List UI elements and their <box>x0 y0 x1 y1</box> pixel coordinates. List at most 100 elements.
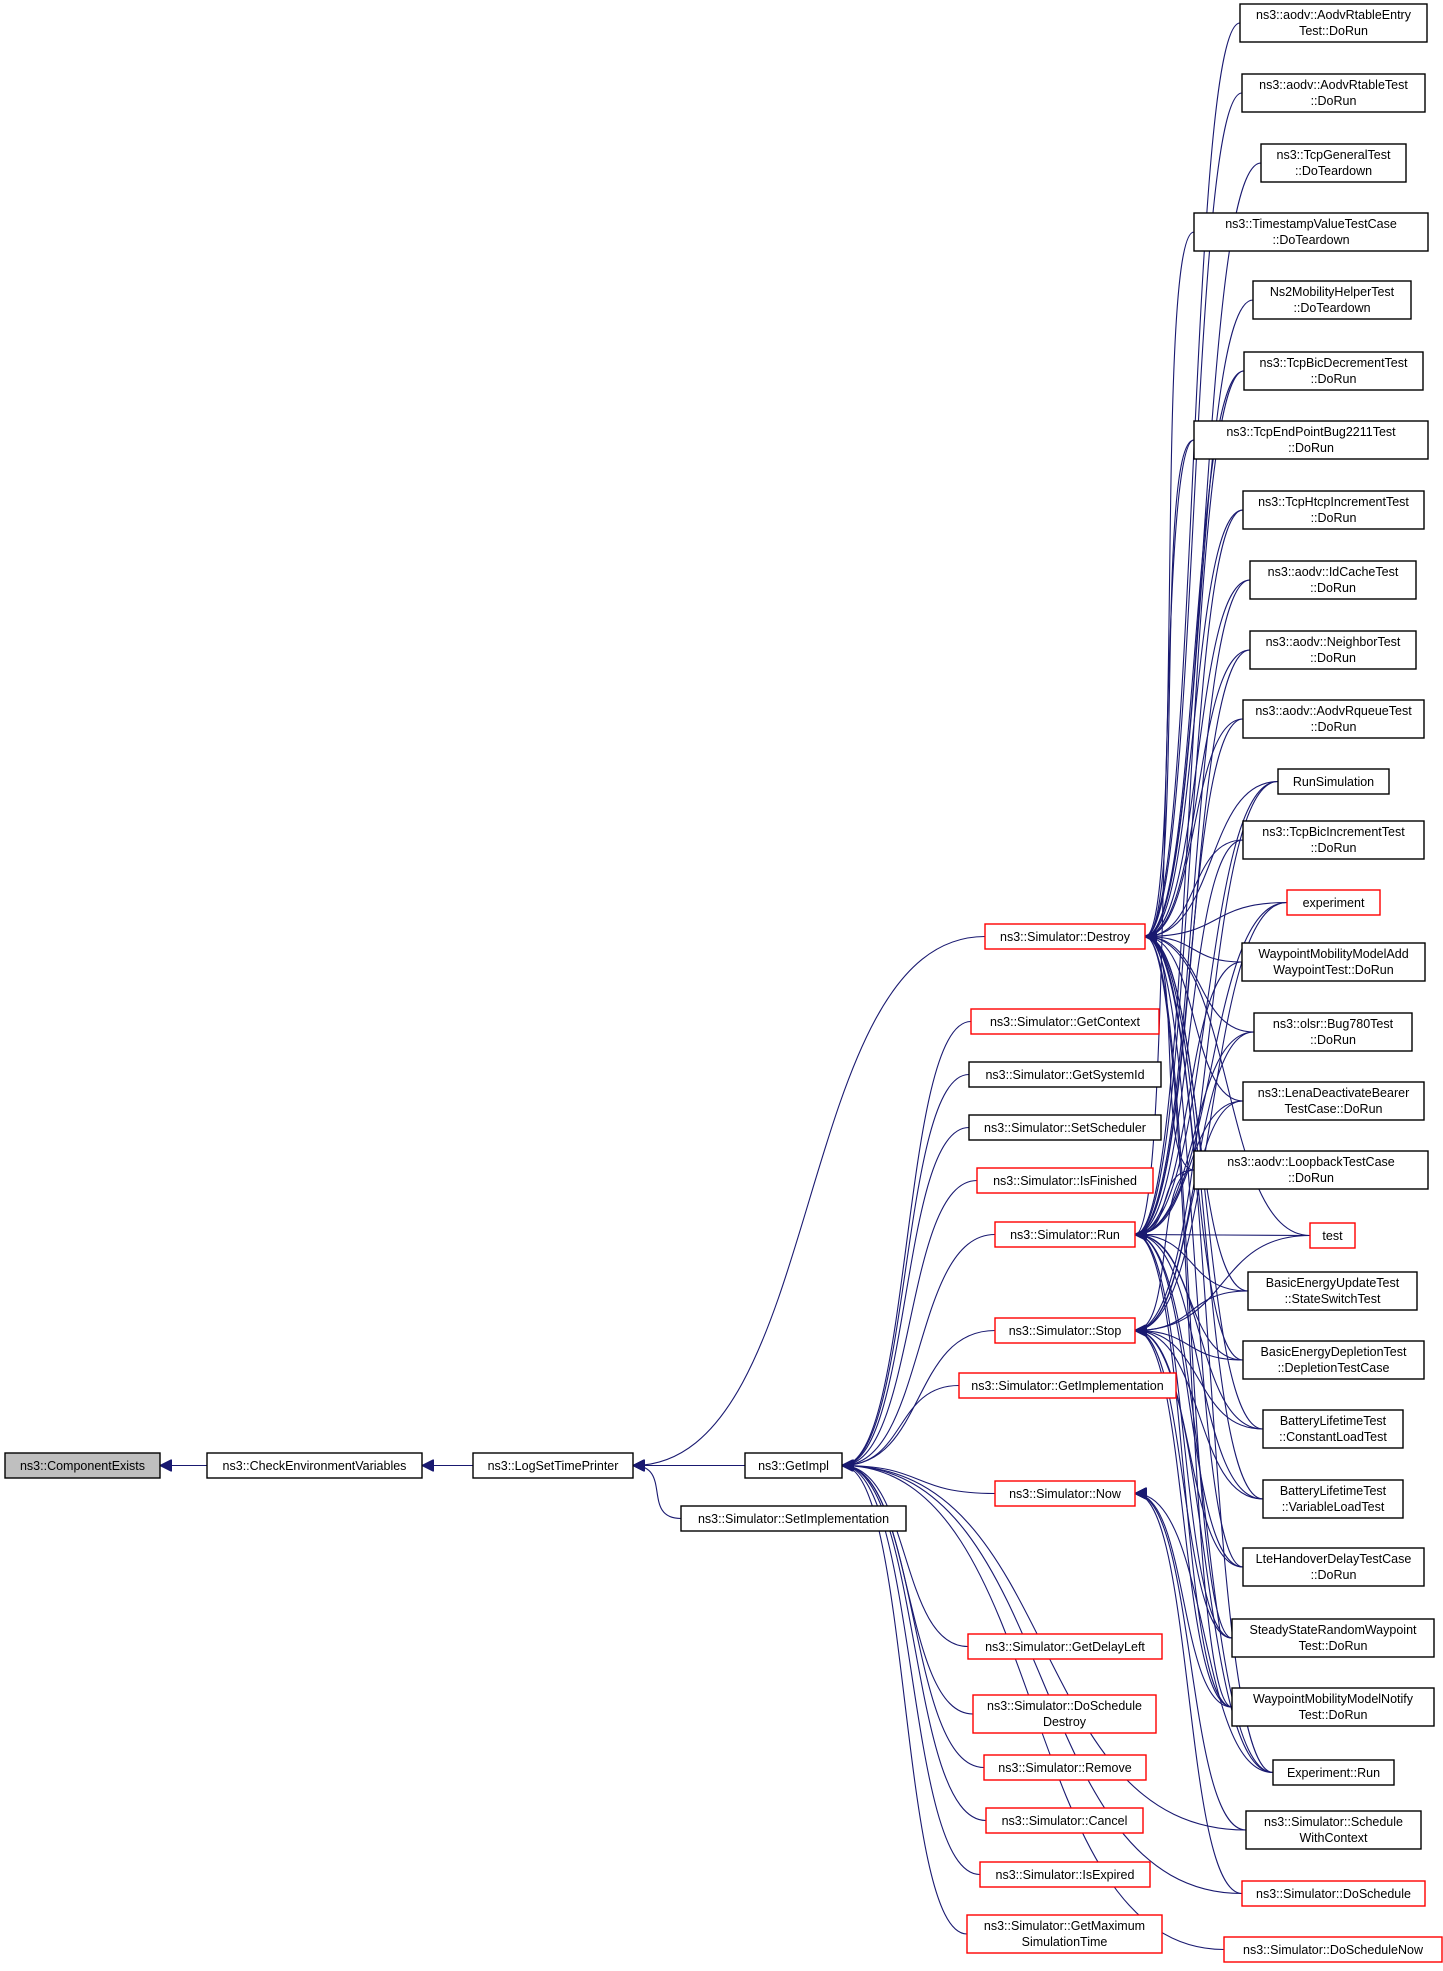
node-label: ns3::Simulator::Run <box>1010 1228 1120 1242</box>
node-cancel[interactable]: ns3::Simulator::Cancel <box>985 1807 1144 1834</box>
node-componentexists[interactable]: ns3::ComponentExists <box>4 1452 161 1479</box>
node-tcphtcpincrement[interactable]: ns3::TcpHtcpIncrementTest::DoRun <box>1242 490 1425 530</box>
node-aodvrqueuetest[interactable]: ns3::aodv::AodvRqueueTest::DoRun <box>1242 699 1425 739</box>
node-label: ::DoRun <box>1310 1033 1356 1047</box>
node-ltehandover[interactable]: LteHandoverDelayTestCase::DoRun <box>1242 1547 1425 1587</box>
node-now[interactable]: ns3::Simulator::Now <box>994 1480 1136 1507</box>
node-destroy[interactable]: ns3::Simulator::Destroy <box>984 923 1146 950</box>
edge-getdelayleft-to-getimpl <box>842 1466 969 1648</box>
node-batteryconstant[interactable]: BatteryLifetimeTest::ConstantLoadTest <box>1262 1409 1404 1449</box>
node-checkenv[interactable]: ns3::CheckEnvironmentVariables <box>206 1452 423 1479</box>
node-label: TestCase::DoRun <box>1285 1102 1383 1116</box>
node-setimplementation[interactable]: ns3::Simulator::SetImplementation <box>680 1505 907 1532</box>
node-aodvloopback[interactable]: ns3::aodv::LoopbackTestCase::DoRun <box>1193 1150 1429 1190</box>
node-getdelayleft[interactable]: ns3::Simulator::GetDelayLeft <box>967 1633 1163 1660</box>
edge-schedulewithcontext-to-now <box>1135 1494 1247 1831</box>
node-waypointadd[interactable]: WaypointMobilityModelAddWaypointTest::Do… <box>1241 942 1426 982</box>
node-idcachetest[interactable]: ns3::aodv::IdCacheTest::DoRun <box>1249 560 1417 600</box>
node-label: ns3::aodv::LoopbackTestCase <box>1227 1155 1395 1169</box>
node-label: Experiment::Run <box>1287 1766 1380 1780</box>
node-neighbortest[interactable]: ns3::aodv::NeighborTest::DoRun <box>1249 630 1417 670</box>
node-aodvrtabletest[interactable]: ns3::aodv::AodvRtableTest::DoRun <box>1241 73 1426 113</box>
edge-tcphtcpincrement-to-run <box>1135 509 1244 1235</box>
node-box <box>994 1317 1136 1344</box>
node-doschedule[interactable]: ns3::Simulator::DoSchedule <box>1241 1880 1426 1907</box>
edge-experimentrun-to-stop <box>1135 1331 1274 1774</box>
node-experimentrun[interactable]: Experiment::Run <box>1272 1759 1395 1786</box>
node-getimplementation[interactable]: ns3::Simulator::GetImplementation <box>958 1372 1177 1399</box>
edge-batteryvariable-to-run <box>1135 1235 1264 1500</box>
node-label: ns3::Simulator::IsExpired <box>996 1868 1135 1882</box>
edge-olsrbug780-to-destroy <box>1145 937 1255 1033</box>
node-box <box>1231 1618 1435 1658</box>
node-label: ::VariableLoadTest <box>1282 1500 1385 1514</box>
node-logsettimeprinter[interactable]: ns3::LogSetTimePrinter <box>472 1452 634 1479</box>
node-label: SteadyStateRandomWaypoint <box>1250 1623 1418 1637</box>
node-test[interactable]: test <box>1309 1222 1356 1249</box>
edge-waypointadd-to-destroy <box>1145 937 1243 963</box>
node-getimpl[interactable]: ns3::GetImpl <box>744 1452 843 1479</box>
node-box <box>1193 420 1429 460</box>
node-label: ::ConstantLoadTest <box>1279 1430 1387 1444</box>
node-label: BasicEnergyDepletionTest <box>1261 1345 1407 1359</box>
edge-runsimulation-to-stop <box>1135 780 1279 1331</box>
edge-destroy-to-logsettimeprinter <box>633 935 986 1466</box>
node-box <box>1249 560 1417 600</box>
node-run[interactable]: ns3::Simulator::Run <box>994 1221 1136 1248</box>
edge-remove-to-getimpl <box>842 1466 985 1769</box>
node-basicenergyupdate[interactable]: BasicEnergyUpdateTest::StateSwitchTest <box>1247 1271 1418 1311</box>
node-isexpired[interactable]: ns3::Simulator::IsExpired <box>979 1861 1151 1888</box>
edge-setscheduler-to-getimpl <box>842 1126 970 1466</box>
node-timestampvalue[interactable]: ns3::TimestampValueTestCase::DoTeardown <box>1193 212 1429 252</box>
node-experiment[interactable]: experiment <box>1286 889 1381 916</box>
node-label: ns3::Simulator::Stop <box>1009 1324 1122 1338</box>
edge-aodvloopback-to-stop <box>1135 1169 1195 1331</box>
node-label: WaypointMobilityModelAdd <box>1258 947 1408 961</box>
node-box <box>1253 1012 1413 1052</box>
node-isfinished[interactable]: ns3::Simulator::IsFinished <box>976 1167 1154 1194</box>
node-label: ::DoTeardown <box>1293 301 1370 315</box>
node-batteryvariable[interactable]: BatteryLifetimeTest::VariableLoadTest <box>1262 1479 1404 1519</box>
node-label: ns3::olsr::Bug780Test <box>1273 1017 1394 1031</box>
node-box <box>968 1061 1162 1088</box>
node-tcpgeneraltest[interactable]: ns3::TcpGeneralTest::DoTeardown <box>1260 143 1407 183</box>
node-doschedulenow[interactable]: ns3::Simulator::DoScheduleNow <box>1223 1936 1443 1963</box>
node-olsrbug780[interactable]: ns3::olsr::Bug780Test::DoRun <box>1253 1012 1413 1052</box>
node-getcontext[interactable]: ns3::Simulator::GetContext <box>970 1008 1160 1035</box>
edge-tcpendpointbug-to-destroy <box>1144 439 1195 937</box>
node-label: experiment <box>1303 896 1365 910</box>
edge-ltehandover-to-destroy <box>1145 937 1244 1568</box>
node-runsimulation[interactable]: RunSimulation <box>1277 768 1390 795</box>
node-label: ns3::aodv::AodvRtableTest <box>1259 78 1408 92</box>
node-box <box>1193 212 1429 252</box>
node-ns2mobility[interactable]: Ns2MobilityHelperTest::DoTeardown <box>1252 280 1412 320</box>
node-tcpbicincrement[interactable]: ns3::TcpBicIncrementTest::DoRun <box>1242 820 1425 860</box>
node-box <box>985 1807 1144 1834</box>
edge-waypointnotify-to-stop <box>1135 1331 1233 1708</box>
node-basicenergydepletion[interactable]: BasicEnergyDepletionTest::DepletionTestC… <box>1242 1340 1425 1380</box>
node-tcpendpointbug[interactable]: ns3::TcpEndPointBug2211Test::DoRun <box>1193 420 1429 460</box>
node-box <box>206 1452 423 1479</box>
node-label: ns3::aodv::IdCacheTest <box>1268 565 1399 579</box>
edge-test-to-run <box>1135 1235 1311 1236</box>
node-stop[interactable]: ns3::Simulator::Stop <box>994 1317 1136 1344</box>
edge-now-to-getimpl <box>842 1466 996 1495</box>
edge-experimentrun-to-now <box>1135 1494 1274 1774</box>
node-setscheduler[interactable]: ns3::Simulator::SetScheduler <box>968 1114 1162 1141</box>
edge-test-to-destroy <box>1145 937 1311 1237</box>
node-box <box>744 1452 843 1479</box>
node-tcpbicdecrement[interactable]: ns3::TcpBicDecrementTest::DoRun <box>1243 351 1424 391</box>
edge-doschedule-to-now <box>1135 1494 1243 1895</box>
edge-setimplementation-to-logsettimeprinter <box>633 1466 682 1520</box>
node-label: ns3::Simulator::Cancel <box>1002 1814 1128 1828</box>
node-label: ::DoRun <box>1288 1171 1334 1185</box>
node-getsystemid[interactable]: ns3::Simulator::GetSystemId <box>968 1061 1162 1088</box>
node-remove[interactable]: ns3::Simulator::Remove <box>983 1754 1147 1781</box>
